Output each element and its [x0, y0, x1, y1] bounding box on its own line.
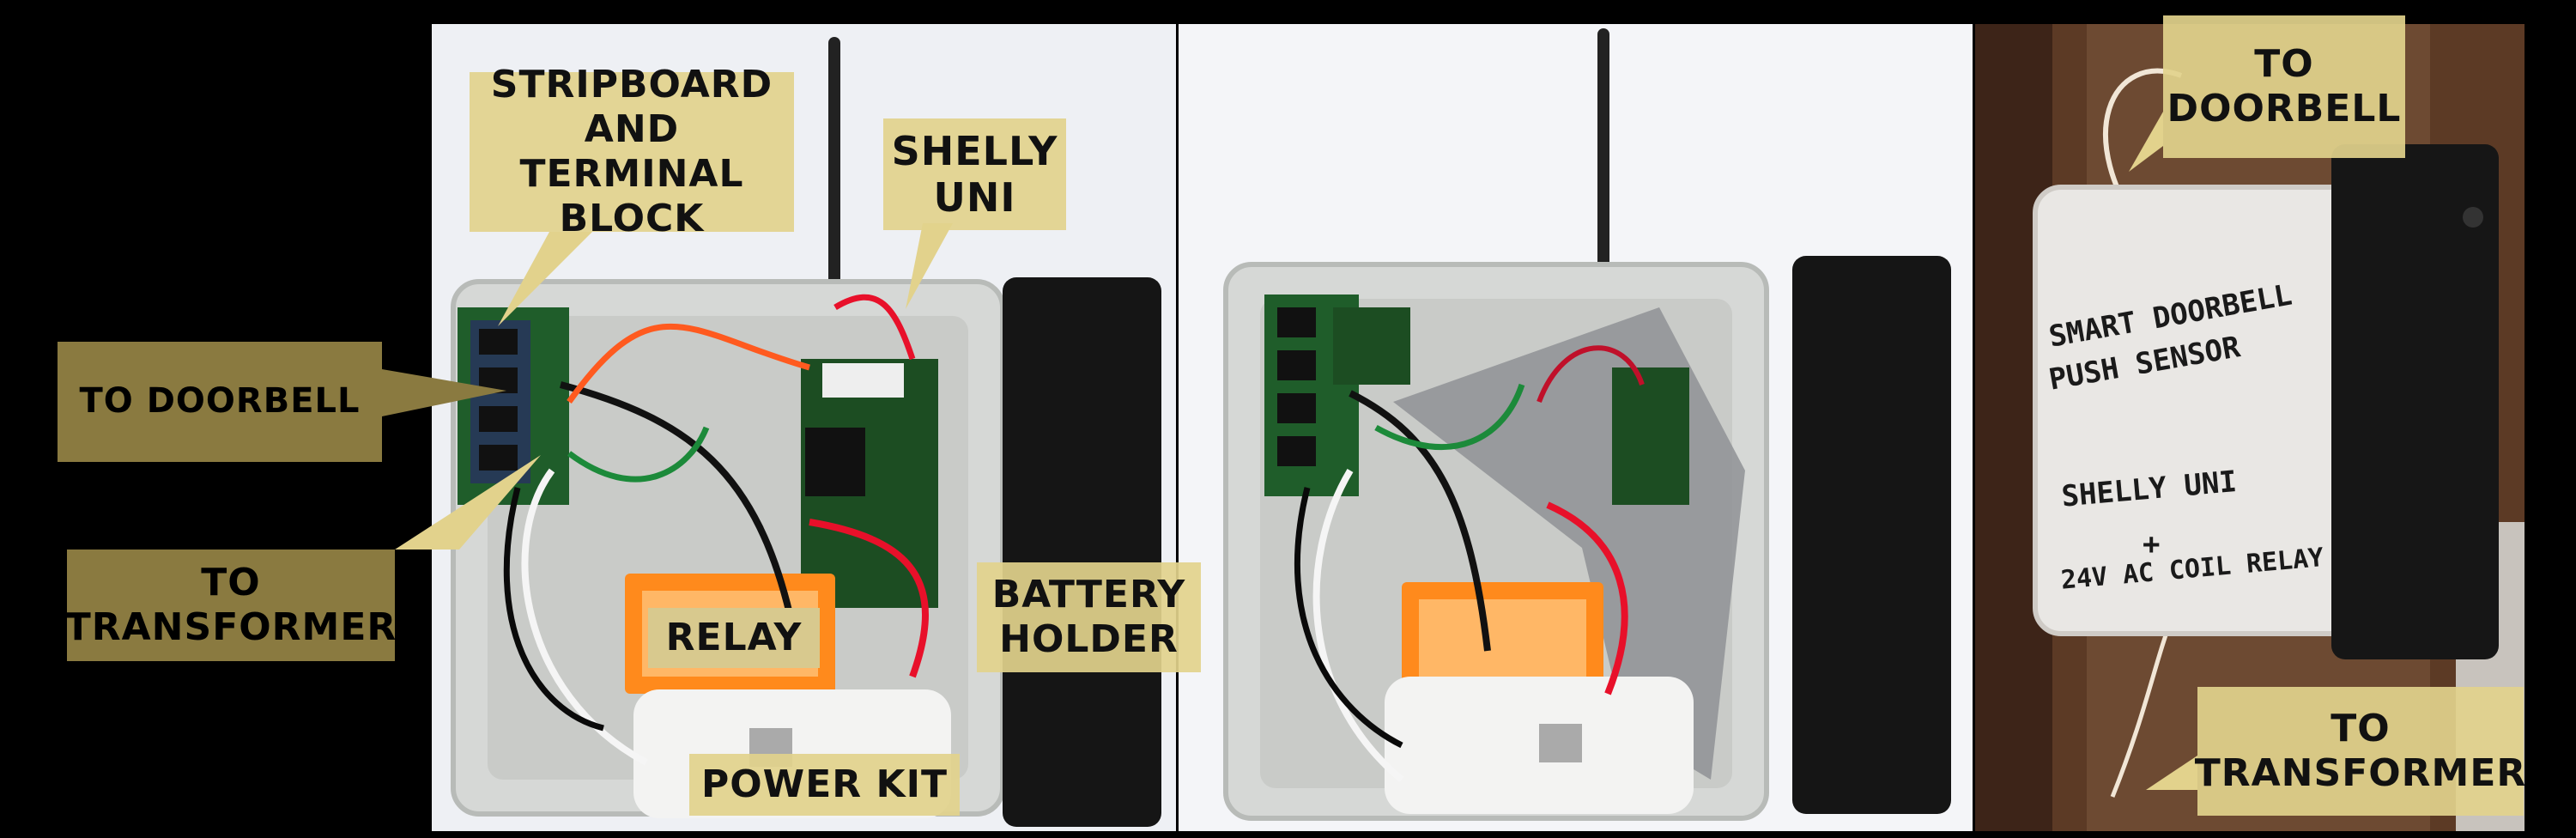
label-to-transformer-right: TO TRANSFORMER: [2195, 687, 2525, 816]
label-stripboard: STRIPBOARD AND TERMINAL BLOCK: [470, 63, 794, 240]
label-power-kit: POWER KIT: [689, 754, 960, 816]
label-to-transformer-left: TO TRANSFORMER: [65, 550, 396, 661]
label-to-doorbell-left: TO DOORBELL: [58, 342, 382, 462]
label-battery-holder: BATTERY HOLDER: [977, 562, 1201, 672]
handwritten-note-4: +: [2143, 488, 2160, 563]
note-line-4: +: [2143, 527, 2161, 562]
label-shelly-uni: SHELLY UNI: [883, 118, 1066, 230]
label-to-doorbell-right: TO DOORBELL: [2163, 15, 2405, 158]
enclosure-photo-middle: [1179, 24, 1973, 831]
photo-panel-middle: [1179, 24, 1973, 831]
label-relay: RELAY: [648, 608, 820, 668]
